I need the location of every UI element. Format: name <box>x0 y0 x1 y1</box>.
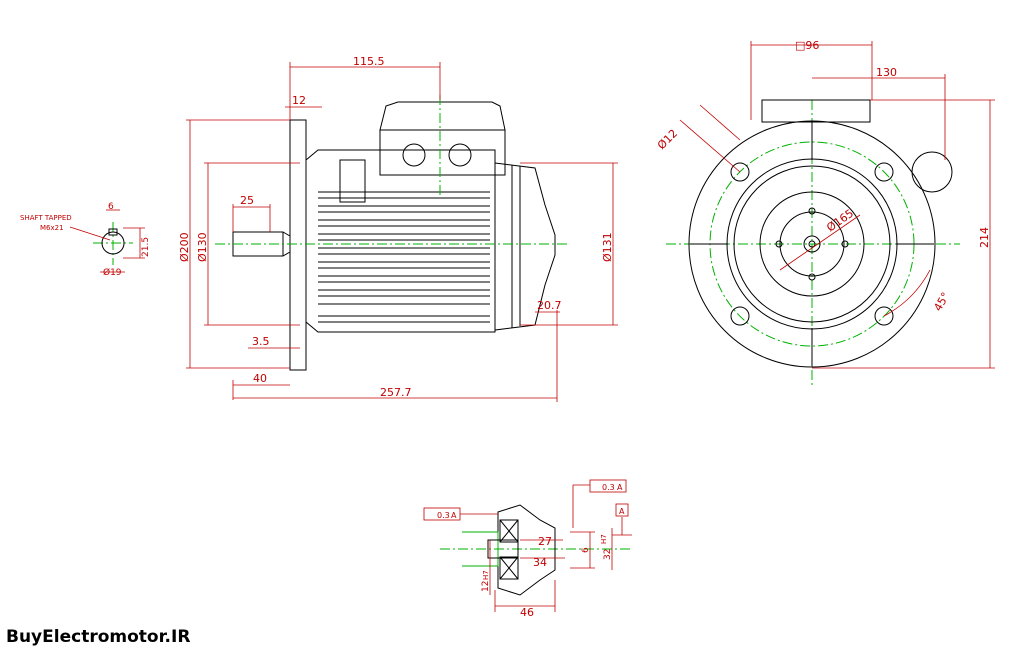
end-view-outline <box>688 99 953 368</box>
dim-angle: 45° <box>931 290 952 313</box>
end-flange <box>688 120 936 368</box>
dim-box: □96 <box>795 39 819 52</box>
datum-flag: A <box>619 507 625 516</box>
side-view-outline <box>232 101 556 371</box>
bolt-hole <box>730 162 750 182</box>
dim-overall-length: 257.7 <box>380 386 412 399</box>
dim-shaft-diameter: Ø19 <box>103 267 122 278</box>
dim-6: 6 <box>581 547 591 553</box>
dim-flange-thickness: 12 <box>292 94 306 107</box>
dim-pcd: Ø165 <box>824 207 856 235</box>
dimension-lines <box>69 41 995 612</box>
brand-watermark: BuyElectromotor.IR <box>6 627 191 647</box>
dim-dia-131: Ø131 <box>601 232 614 262</box>
dim-12-fit: H7 <box>482 570 490 580</box>
cable-gland-2 <box>448 143 472 167</box>
dim-115-5: 115.5 <box>353 55 385 68</box>
bolt-hole <box>874 162 894 182</box>
shaft-thread: M6x21 <box>40 224 64 232</box>
dim-32: 32 <box>603 549 613 560</box>
dim-spigot: 3.5 <box>252 335 270 348</box>
tol-position-datum: A <box>617 483 623 492</box>
dim-32-fit: H7 <box>600 534 608 544</box>
dim-shaft-length: 25 <box>240 194 254 207</box>
shaft-end-circle <box>101 231 125 255</box>
fan-cover <box>494 162 556 331</box>
dim-46: 46 <box>520 606 534 619</box>
dim-shaft-height: 21.5 <box>141 237 151 257</box>
dim-dia-200: Ø200 <box>178 232 191 262</box>
dim-27: 27 <box>538 535 552 548</box>
tol-perpendicularity: 0.3 <box>437 511 450 520</box>
dim-34: 34 <box>533 556 547 569</box>
end-terminal-box <box>761 99 871 123</box>
motor-body <box>305 149 496 333</box>
dim-dia-130: Ø130 <box>196 232 209 262</box>
section-detail <box>462 504 556 596</box>
tol-position: 0.3 <box>602 483 615 492</box>
dim-height: 214 <box>978 227 991 248</box>
tol-datum-a: A <box>451 511 457 520</box>
dim-hole: Ø12 <box>655 127 680 152</box>
shaft-end-outline <box>101 228 125 255</box>
terminal-box <box>379 101 506 131</box>
dim-fan-offset: 20.7 <box>537 299 562 312</box>
bolt-hole <box>874 306 894 326</box>
dim-shaft-total: 40 <box>253 372 267 385</box>
dim-12: 12 <box>481 581 491 592</box>
dim-130: 130 <box>876 66 897 79</box>
shaft-label: SHAFT TAPPED <box>20 214 72 222</box>
bolt-hole <box>730 306 750 326</box>
dim-key-width: 6 <box>108 202 114 212</box>
cable-gland-1 <box>402 143 426 167</box>
flange <box>289 119 307 371</box>
